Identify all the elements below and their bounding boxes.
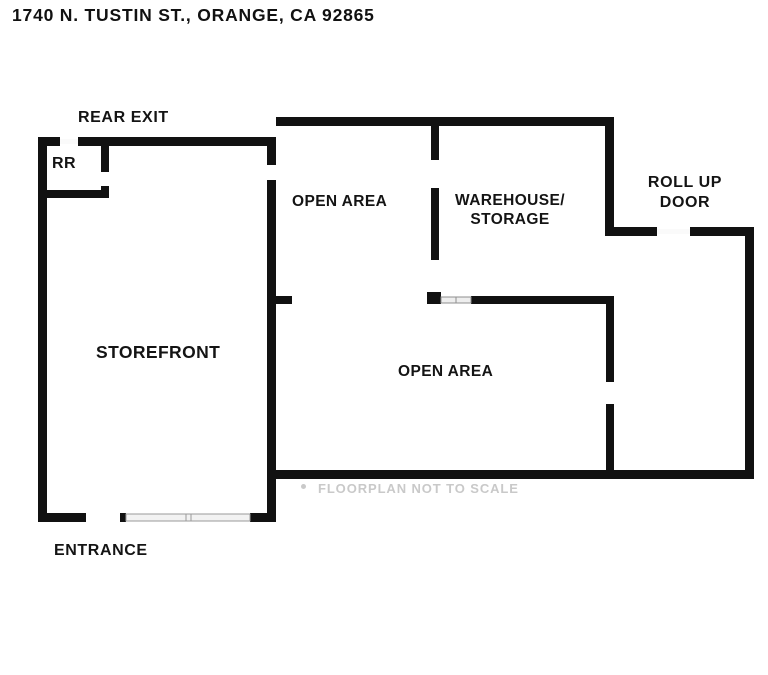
- wall-bottom-south: [267, 470, 754, 479]
- entrance-door-leaf-right: [190, 513, 251, 522]
- wall-left-exterior: [38, 137, 47, 522]
- callout-roll-up-door: ROLL UP DOOR: [630, 173, 740, 213]
- room-label-open-area-north: OPEN AREA: [292, 193, 388, 210]
- roll-up-door-line2: DOOR: [659, 194, 711, 211]
- rear-exit-opening: [60, 139, 78, 144]
- wall-south-east-lower: [606, 404, 614, 474]
- entrance-doors: [120, 513, 251, 522]
- bullet-dot-icon: [301, 484, 306, 489]
- page-title: 1740 N. TUSTIN ST., ORANGE, CA 92865: [12, 5, 375, 25]
- callout-entrance: ENTRANCE: [54, 542, 148, 559]
- wall-top-left-stub: [38, 137, 60, 146]
- wall-rr-bottom: [38, 190, 109, 198]
- callout-rear-exit: REAR EXIT: [78, 109, 169, 126]
- entrance-door-leaf-left: [125, 513, 187, 522]
- wall-central-vertical-lower: [267, 180, 276, 522]
- door-details: [60, 139, 690, 522]
- room-label-rr: RR: [52, 155, 76, 172]
- wall-south-east-upper: [606, 296, 614, 382]
- room-label-storefront: STOREFRONT: [96, 342, 221, 362]
- warehouse-label-line2: STORAGE: [470, 210, 550, 228]
- entrance-door-jamb-left: [120, 513, 126, 522]
- roll-up-door-line1: ROLL UP: [647, 174, 723, 191]
- wall-warehouse-partition-pier: [427, 292, 441, 304]
- entrance-door-mullion: [185, 513, 192, 522]
- wall-warehouse-partition-mid: [431, 188, 439, 260]
- wall-top-north: [276, 117, 614, 126]
- wall-east-warehouse: [605, 117, 614, 235]
- exterior-walls: [38, 117, 754, 522]
- wall-bottom-left-stub: [38, 513, 86, 522]
- warehouse-label-line1: WAREHOUSE/: [455, 192, 565, 209]
- wall-east-exterior: [745, 227, 754, 479]
- wall-rr-right-upper: [101, 141, 109, 172]
- wall-rollup-ledge-right: [690, 227, 754, 236]
- interior-walls: [38, 117, 614, 474]
- wall-rollup-ledge-left: [605, 227, 657, 236]
- wall-mid-partition-stub: [276, 296, 292, 304]
- room-label-open-area-south: OPEN AREA: [398, 363, 494, 380]
- scale-note: FLOORPLAN NOT TO SCALE: [318, 481, 519, 496]
- wall-central-vertical-upper: [267, 137, 276, 165]
- wall-bottom-left-run: [250, 513, 276, 522]
- roll-up-door-opening: [657, 229, 690, 234]
- wall-warehouse-partition-upper: [431, 117, 439, 160]
- wall-mid-partition-run: [471, 296, 614, 304]
- interior-glass-door: [440, 296, 472, 304]
- wall-top-left-run: [78, 137, 276, 146]
- room-label-warehouse-storage: WAREHOUSE/ STORAGE: [440, 192, 580, 230]
